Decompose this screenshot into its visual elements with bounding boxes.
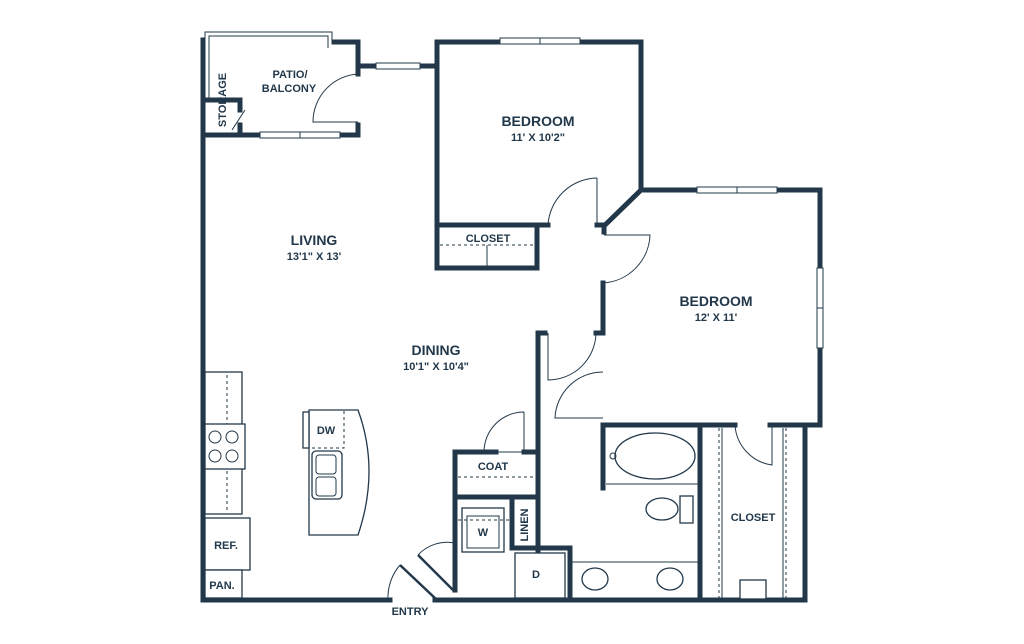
sink [311, 450, 343, 500]
dishwasher-label: DW [317, 425, 336, 437]
bedroom1-size: 11' X 10'2" [511, 132, 565, 144]
closet-box [739, 579, 767, 600]
master-closet-label: CLOSET [731, 512, 776, 524]
patio-outline-inner [208, 35, 329, 100]
doors [231, 73, 773, 601]
entry-label: ENTRY [392, 606, 430, 618]
storage-label: STORAGE [217, 73, 229, 127]
bedroom2-size: 12' X 11' [695, 312, 738, 324]
patio-label-2: BALCONY [262, 83, 317, 95]
dining-size: 10'1" X 10'4" [403, 361, 469, 373]
windows [259, 37, 824, 349]
bedroom1-closet-label: CLOSET [466, 233, 511, 245]
bedroom2-name: BEDROOM [679, 293, 752, 309]
washer-label: W [478, 527, 489, 539]
dishwasher [308, 409, 345, 449]
living-size: 13'1" X 13' [287, 251, 342, 263]
linen-label: LINEN [519, 508, 531, 541]
refrigerator-label: REF. [214, 540, 238, 552]
toilet-bowl [645, 497, 679, 521]
coat-label: COAT [478, 461, 509, 473]
washer-lid [466, 515, 500, 549]
refrigerator [204, 517, 251, 571]
kitchen [204, 371, 370, 599]
pantry [204, 569, 243, 599]
toilet-tank [679, 495, 694, 524]
bathroom [572, 432, 700, 591]
bedroom1-name: BEDROOM [501, 113, 574, 129]
sink-right [656, 567, 684, 591]
dryer [514, 552, 566, 599]
dryer-label: D [532, 569, 540, 581]
washer [461, 507, 505, 553]
stove [204, 423, 246, 470]
pantry-label: PAN. [209, 580, 234, 592]
dining-name: DINING [412, 342, 461, 358]
bathtub [614, 432, 696, 480]
sink-left [581, 567, 609, 591]
living-name: LIVING [291, 232, 338, 248]
patio-label: PATIO/ [272, 69, 307, 81]
